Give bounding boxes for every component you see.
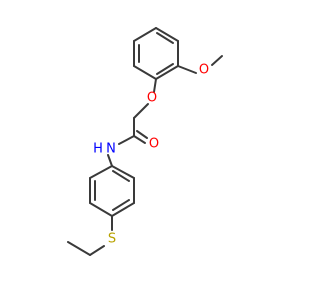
bond-ring1-6 [155, 27, 179, 42]
bond-c-o-carbonyl-1 [133, 135, 146, 144]
bond-ring1-inner-2 [156, 63, 174, 75]
bond-ring2-3 [111, 202, 135, 217]
bonds [67, 27, 223, 256]
bond-ring2-inner-2 [112, 199, 130, 211]
bond-c-o-carbonyl-2 [136, 130, 148, 139]
bond-n-ring2 [107, 154, 113, 167]
bond-ring1-3 [133, 65, 157, 80]
structure-diagram: O O O N H S [67, 27, 223, 256]
bond-ring1-inner-3 [156, 32, 174, 44]
atom-h-amide: H [93, 142, 103, 157]
bond-s-ch2 [89, 245, 105, 256]
bond-ring2-inner-1 [112, 170, 130, 182]
bond-o-ch2 [133, 103, 149, 119]
atom-o-ether: O [147, 91, 157, 106]
atom-n-amide: N [106, 142, 116, 157]
bond-co-n [118, 135, 135, 145]
bond-c-o-methoxy [177, 65, 197, 74]
bond-ring1-1 [133, 27, 157, 42]
bond-ch2-ch3 [67, 241, 91, 256]
atom-o-methoxy: O [199, 63, 209, 78]
bond-c-o-ether [153, 78, 157, 93]
bond-o-ch3 [211, 55, 223, 66]
bond-ring2-1 [111, 165, 135, 179]
bond-ring2-6 [89, 165, 113, 179]
bond-ring2-4 [89, 202, 113, 217]
atom-o-carbonyl: O [149, 137, 159, 152]
atom-labels: O O O N H S [93, 63, 209, 247]
atom-s-thioether: S [108, 232, 116, 247]
bond-ring1-4 [155, 65, 179, 80]
